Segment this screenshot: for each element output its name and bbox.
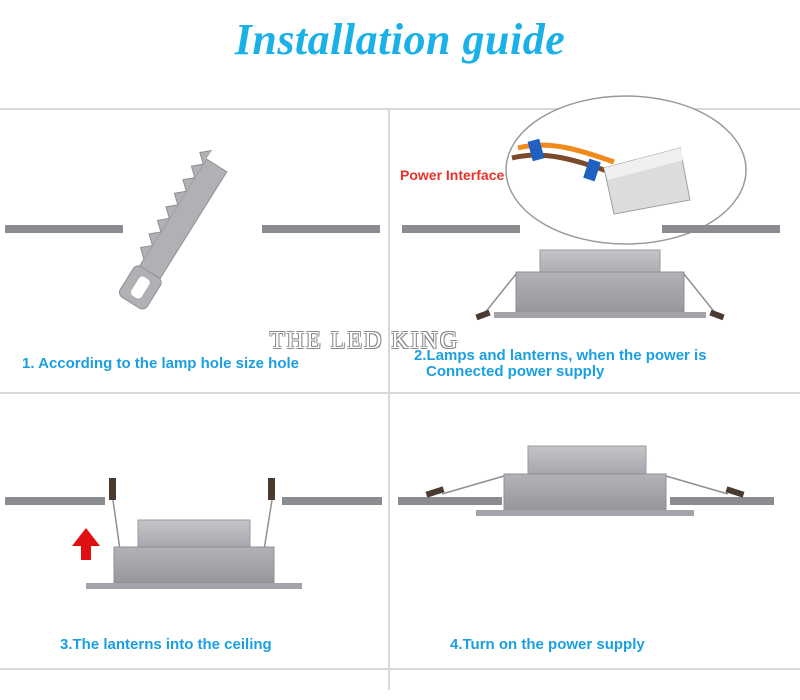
panel-3-insert-into-ceiling	[5, 478, 382, 589]
step-3-label: 3.The lanterns into the ceiling	[60, 636, 272, 653]
watermark: THE LED KING	[270, 328, 460, 354]
callout-label: Power Interface	[400, 167, 505, 183]
lamp-body	[503, 473, 667, 511]
spring-clip-left	[109, 478, 116, 500]
ceiling-left	[398, 497, 502, 505]
lamp-body	[113, 546, 275, 584]
horizontal-divider-bottom	[0, 668, 800, 670]
panel-2-connect-power	[402, 95, 780, 321]
panel-4-power-on	[398, 445, 774, 516]
saw-icon	[118, 150, 228, 310]
up-arrow-icon	[72, 528, 100, 560]
page-title: Installation guide	[234, 15, 566, 64]
ceiling-right	[662, 225, 780, 233]
step-1-label: 1. According to the lamp hole size hole	[22, 355, 299, 372]
ceiling-left	[5, 497, 105, 505]
lamp-trim	[494, 312, 706, 318]
ceiling-right	[262, 225, 380, 233]
ceiling-left	[402, 225, 520, 233]
lamp-driver	[137, 519, 251, 551]
panel-1-cut-hole	[5, 150, 380, 310]
step-2-label-line-2: Connected power supply	[426, 363, 605, 380]
step-4-label: 4.Turn on the power supply	[450, 636, 645, 653]
ceiling-right	[282, 497, 382, 505]
lamp-trim	[86, 583, 302, 589]
ceiling-right	[670, 497, 774, 505]
lamp-driver	[527, 445, 647, 477]
horizontal-divider-top	[0, 108, 800, 110]
wire-connector-icon	[511, 138, 691, 215]
spring-clip-right	[268, 478, 275, 500]
ceiling-left	[5, 225, 123, 233]
vertical-divider	[388, 110, 390, 690]
horizontal-divider-middle	[0, 392, 800, 394]
step-2-label-line-1: 2.Lamps and lanterns, when the power is	[414, 347, 707, 364]
lamp-body	[515, 271, 685, 313]
lamp-trim	[476, 510, 694, 516]
